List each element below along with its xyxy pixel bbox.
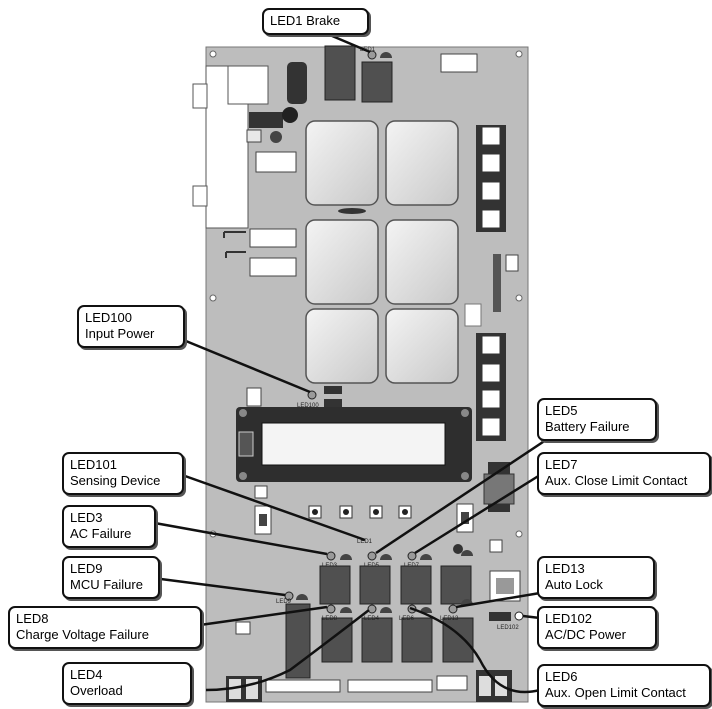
callout-led9-mcu-failure: LED9 MCU Failure [62, 556, 160, 599]
led3-indicator [326, 551, 336, 561]
led6-silkscreen: LED6 [399, 616, 415, 622]
callout-led101-title: LED101 [70, 457, 117, 472]
callout-led9-desc: MCU Failure [70, 577, 143, 592]
capacitor-white [227, 65, 269, 105]
callout-led1-title: LED1 Brake [270, 13, 341, 28]
callout-led9-title: LED9 [70, 561, 103, 576]
callout-led3-desc: AC Failure [70, 526, 132, 541]
callout-led102-desc: AC/DC Power [545, 627, 626, 642]
led-row-upper [326, 550, 473, 561]
terminal-block-lower [476, 333, 506, 441]
callout-led4-overload: LED4 Overload [62, 662, 192, 705]
small-connector [246, 129, 262, 143]
relay-top-left [324, 45, 356, 101]
callout-led4-desc: Overload [70, 683, 123, 698]
callout-led3-title: LED3 [70, 510, 103, 525]
small-square-left [254, 485, 268, 499]
trimmer [282, 107, 298, 123]
small-header [246, 387, 262, 407]
led102-indicator [514, 611, 524, 621]
led100-indicator [307, 390, 317, 400]
center-slot [338, 208, 366, 214]
led102-silkscreen: LED102 [497, 625, 519, 631]
small-square-right [489, 539, 503, 553]
led1-indicator [367, 50, 377, 60]
callout-led5-desc: Battery Failure [545, 419, 630, 434]
callout-led1-brake: LED1 Brake [262, 8, 369, 35]
fuse-mid [249, 228, 297, 248]
led4-silkscreen: LED4 [364, 616, 380, 622]
led101-silkscreen: LED1 [357, 539, 373, 545]
led8-indicator [326, 604, 336, 614]
white-pad [464, 303, 482, 327]
capacitor-black [287, 62, 307, 104]
callout-led8-charge-voltage: LED8 Charge Voltage Failure [8, 606, 202, 649]
lcd-pins [238, 431, 254, 457]
small-jumper [235, 621, 251, 635]
callout-led6-title: LED6 [545, 669, 578, 684]
top-connector [440, 53, 478, 73]
callout-led6-aux-open-limit: LED6 Aux. Open Limit Contact [537, 664, 711, 707]
callout-led100-desc: Input Power [85, 326, 155, 341]
side-post [493, 254, 501, 312]
led1-dome [380, 52, 392, 58]
keypad-buttons [308, 505, 412, 519]
led100-components [324, 386, 342, 394]
callout-led13-title: LED13 [545, 561, 585, 576]
callout-led4-title: LED4 [70, 667, 103, 682]
leader-lines [137, 28, 562, 694]
callout-led7-desc: Aux. Close Limit Contact [545, 473, 688, 488]
led-row-lower [284, 591, 473, 614]
callout-led5-title: LED5 [545, 403, 578, 418]
led9-silkscreen: LED9 [276, 599, 292, 605]
callout-led101-sensing-device: LED101 Sensing Device [62, 452, 184, 495]
power-input-tab-lower [192, 185, 208, 207]
callout-led13-auto-lock: LED13 Auto Lock [537, 556, 655, 599]
callout-led13-desc: Auto Lock [545, 577, 603, 592]
small-relays [285, 565, 474, 679]
power-relays [305, 120, 459, 384]
led7-indicator [407, 551, 417, 561]
led5-indicator [367, 551, 377, 561]
led102-header [489, 612, 511, 621]
callout-led101-desc: Sensing Device [70, 473, 161, 488]
side-connector [505, 254, 519, 272]
callout-led8-title: LED8 [16, 611, 49, 626]
callout-led8-desc: Charge Voltage Failure [16, 627, 149, 642]
callout-led3-ac-failure: LED3 AC Failure [62, 505, 156, 548]
led4-indicator [367, 604, 377, 614]
terminal-block-upper [476, 125, 506, 232]
led13-silkscreen: LED13 [440, 616, 459, 622]
callout-led5-battery-failure: LED5 Battery Failure [537, 398, 657, 441]
callout-led102-acdc-power: LED102 AC/DC Power [537, 606, 657, 649]
fuse-top [255, 151, 297, 173]
relay-top-right [361, 61, 393, 103]
led100-silkscreen: LED100 [297, 403, 319, 409]
bottom-connectors [226, 670, 512, 702]
callout-led100-input-power: LED100 Input Power [77, 305, 185, 348]
ic-chip [249, 112, 283, 128]
callout-led7-aux-close-limit: LED7 Aux. Close Limit Contact [537, 452, 711, 495]
lcd-screen [261, 422, 446, 466]
led13-indicator [448, 604, 458, 614]
led8-silkscreen: LED8 [322, 616, 338, 622]
led9-indicator [284, 591, 294, 601]
fuse-bottom [249, 257, 297, 277]
callout-led102-title: LED102 [545, 611, 592, 626]
callout-led6-desc: Aux. Open Limit Contact [545, 685, 686, 700]
power-input-tab [192, 83, 208, 109]
small-led-dome [270, 131, 282, 143]
callout-led100-title: LED100 [85, 310, 132, 325]
callout-led7-title: LED7 [545, 457, 578, 472]
